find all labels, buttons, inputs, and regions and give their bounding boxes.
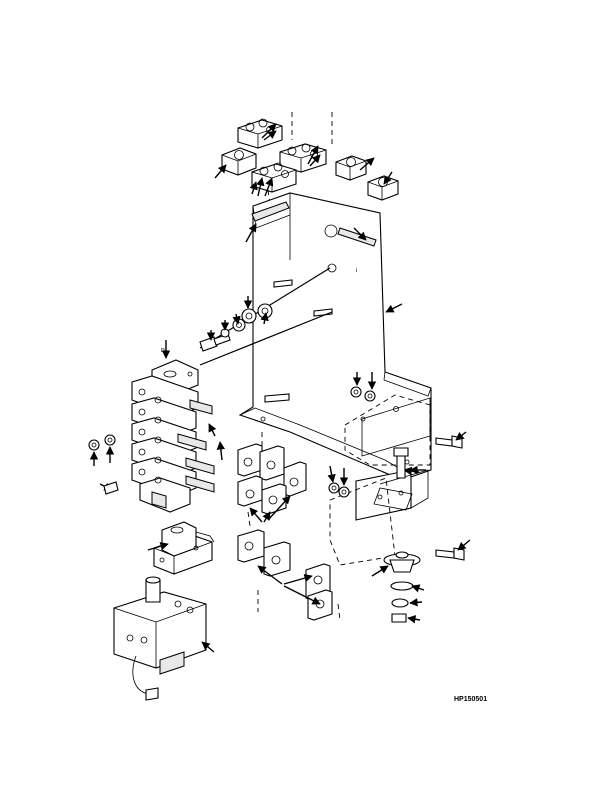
clamp-block-quad-upper-left — [237, 118, 283, 149]
clamp-block-right-upper — [335, 155, 367, 181]
figure-reference-code: HP150501 — [454, 696, 488, 703]
svg-text:i: i — [356, 268, 357, 274]
mid-clamp-blocks — [237, 432, 307, 527]
hydraulic-manifold-block — [113, 576, 215, 701]
dashed-detail-frame-lower — [329, 477, 396, 566]
dashed-detail-frame-upper — [344, 394, 431, 466]
valve-mounting-nuts — [88, 434, 119, 495]
svg-text:n: n — [161, 347, 165, 354]
top-clamp-blocks — [214, 112, 399, 206]
bracket-hardware-right — [327, 372, 471, 624]
hydraulic-valve-stack: n — [99, 340, 226, 513]
lower-clamp-blocks — [237, 529, 341, 621]
mounting-pins-and-washers — [199, 267, 333, 403]
clamp-block-right-lower — [367, 175, 399, 201]
solenoid-valve-block — [147, 521, 215, 575]
clamp-block-left — [221, 147, 257, 176]
